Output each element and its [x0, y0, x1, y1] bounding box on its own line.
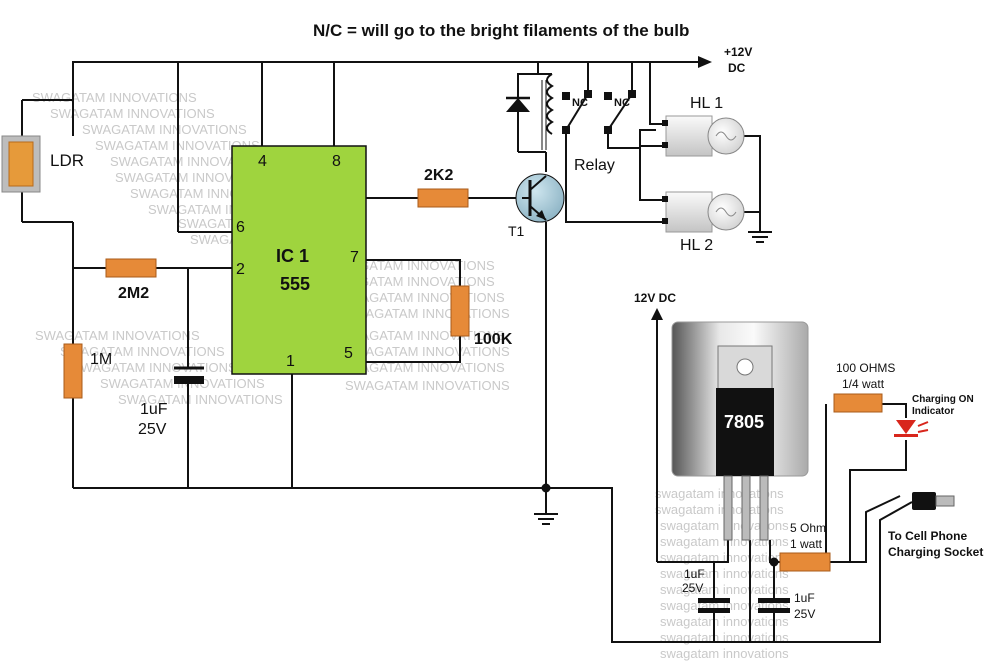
watermark: swagatam innovations: [655, 486, 784, 501]
wires: [21, 56, 913, 643]
ic-555: 4 8 6 2 7 1 5 IC 1 555: [231, 145, 367, 375]
led-label-line1: Charging ON: [912, 394, 974, 405]
lamp-hl2-label: HL 2: [680, 237, 713, 254]
watermark: swagatam innovations: [655, 502, 784, 517]
supply-unit: DC: [728, 61, 746, 75]
reg-cap-value: 1uF: [794, 591, 815, 605]
reg-cap-voltage: 25V: [682, 581, 703, 595]
reg-capacitor-2: 1uF 25V: [758, 591, 815, 621]
watermark: SWAGATAM INNOVATIONS: [35, 328, 200, 343]
regulator-input-label: 12V DC: [634, 291, 676, 305]
voltage-regulator-7805: 7805: [671, 321, 809, 541]
ic-pin-label: 6: [236, 219, 245, 236]
output-label-line2: Charging Socket: [888, 545, 983, 559]
ic-pin-label: 4: [258, 153, 267, 170]
watermark: SWAGATAM INNOVATIONS: [50, 106, 215, 121]
watermark: SWAGATAM INNOVATIONS: [345, 306, 510, 321]
ic-name: IC 1: [276, 246, 309, 266]
ic-pin-label: 1: [286, 353, 295, 370]
regulator-part: 7805: [724, 412, 764, 432]
watermark: SWAGATAM INNOVATIONS: [345, 344, 510, 359]
watermark: SWAGATAM INNOVATIONS: [72, 360, 237, 375]
transistor-t1: T1: [508, 173, 565, 239]
capacitor-voltage: 25V: [138, 421, 167, 438]
capacitor-value: 1uF: [140, 401, 168, 418]
watermark: SWAGATAM INNOVATIONS: [330, 274, 495, 289]
relay-diode: [506, 84, 530, 130]
reg-cap-value: 1uF: [684, 567, 705, 581]
resistor-100ohm-value: 100 OHMS: [836, 361, 895, 375]
watermark: swagatam innovations: [660, 534, 789, 549]
output-label-line1: To Cell Phone: [888, 529, 967, 543]
resistor-2k2: [417, 188, 469, 208]
diagram-title: N/C = will go to the bright filaments of…: [313, 21, 689, 40]
ic-part: 555: [280, 274, 310, 294]
ic-pin-label: 5: [344, 345, 353, 362]
ic-pin-label: 8: [332, 153, 341, 170]
watermark: swagatam innovations: [660, 566, 789, 581]
resistor-1m: [63, 343, 83, 399]
supply-arrow-icon: [698, 56, 712, 68]
watermark: swagatam innovations: [660, 646, 789, 661]
relay-contact-label: NC: [614, 97, 630, 109]
watermark: swagatam innovations: [660, 582, 789, 597]
watermark: SWAGATAM INNOVATIONS: [32, 90, 197, 105]
led-indicator: Charging ON Indicator: [894, 394, 974, 437]
led-label-line2: Indicator: [912, 406, 954, 417]
watermark: SWAGATAM INNOVATIONS: [82, 122, 247, 137]
watermark: swagatam innovations: [660, 614, 789, 629]
resistor-100k-label: 100K: [474, 331, 513, 348]
watermark: SWAGATAM INNOVATIONS: [330, 258, 495, 273]
lamp-hl1: HL 1: [662, 95, 745, 157]
watermark: SWAGATAM INNOVATIONS: [60, 344, 225, 359]
relay-label: Relay: [574, 157, 615, 174]
lamp-hl2: HL 2: [662, 191, 745, 254]
resistor-5ohm-rating: 1 watt: [790, 537, 823, 551]
lamp-hl1-label: HL 1: [690, 95, 723, 112]
relay-contacts: NC NC Relay: [562, 90, 636, 174]
ic-pin-label: 2: [236, 261, 245, 278]
resistor-2k2-label: 2K2: [424, 167, 453, 184]
resistor-5ohm: [779, 552, 831, 572]
transistor-label: T1: [508, 223, 525, 239]
ldr-label: LDR: [50, 151, 84, 170]
timing-capacitor: 1uF 25V: [138, 366, 204, 438]
input-arrow-icon: [651, 308, 663, 320]
reg-capacitor-1: 1uF 25V: [682, 567, 730, 613]
watermark: SWAGATAM INNOVATIONS: [340, 360, 505, 375]
supply-voltage: +12V: [724, 45, 752, 59]
resistor-5ohm-value: 5 Ohm: [790, 521, 826, 535]
resistor-2m2-label: 2M2: [118, 285, 149, 302]
ldr: LDR: [1, 135, 84, 193]
reg-cap-voltage: 25V: [794, 607, 815, 621]
junction-dot: [769, 557, 779, 567]
resistor-2m2: [105, 258, 157, 278]
watermark: SWAGATAM INNOVATIONS: [345, 378, 510, 393]
resistor-100ohm-rating: 1/4 watt: [842, 377, 885, 391]
resistor-100ohm: [833, 393, 883, 413]
relay-coil: [541, 73, 554, 150]
watermark: SWAGATAM INNOVATIONS: [118, 392, 283, 407]
resistor-100k: [450, 285, 470, 337]
relay-contact-label: NC: [572, 97, 588, 109]
watermark: swagatam innovations: [660, 598, 789, 613]
ic-pin-label: 7: [350, 249, 359, 266]
charging-plug-icon: [912, 492, 955, 510]
resistor-1m-label: 1M: [90, 351, 112, 368]
junction-dot: [541, 483, 551, 493]
